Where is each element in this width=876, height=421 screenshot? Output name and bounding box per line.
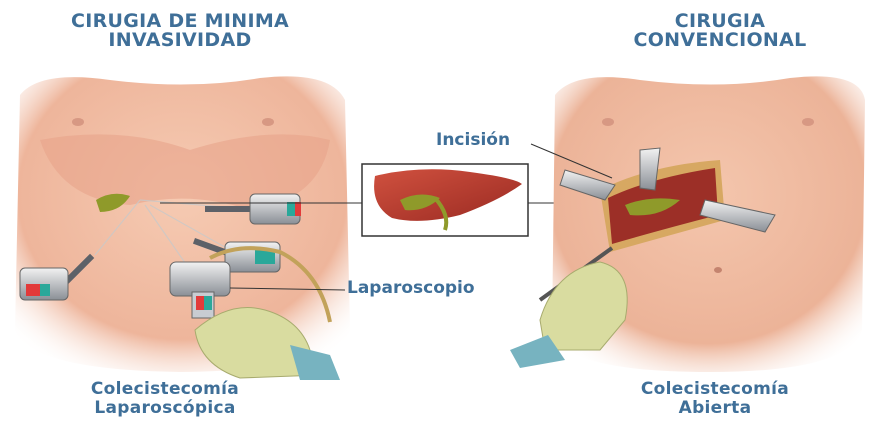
caption-left: Colecistecomía Laparoscópica bbox=[40, 380, 290, 418]
caption-right-line1: Colecistecomía bbox=[600, 380, 830, 399]
right-torso bbox=[510, 76, 865, 372]
left-torso bbox=[15, 76, 350, 380]
right-nipple bbox=[262, 118, 274, 126]
title-right: CIRUGIA CONVENCIONAL bbox=[600, 12, 840, 50]
caption-left-line2: Laparoscópica bbox=[40, 399, 290, 418]
caption-left-line1: Colecistecomía bbox=[40, 380, 290, 399]
title-right-line2: CONVENCIONAL bbox=[600, 31, 840, 50]
left-nipple bbox=[72, 118, 84, 126]
label-laparoscope: Laparoscopio bbox=[347, 278, 475, 298]
title-left-line2: INVASIVIDAD bbox=[40, 31, 320, 50]
caption-right-line2: Abierta bbox=[600, 399, 830, 418]
title-left: CIRUGIA DE MINIMA INVASIVIDAD bbox=[40, 12, 320, 50]
label-incision: Incisión bbox=[436, 130, 510, 150]
caption-right: Colecistecomía Abierta bbox=[600, 380, 830, 418]
navel bbox=[714, 267, 722, 273]
